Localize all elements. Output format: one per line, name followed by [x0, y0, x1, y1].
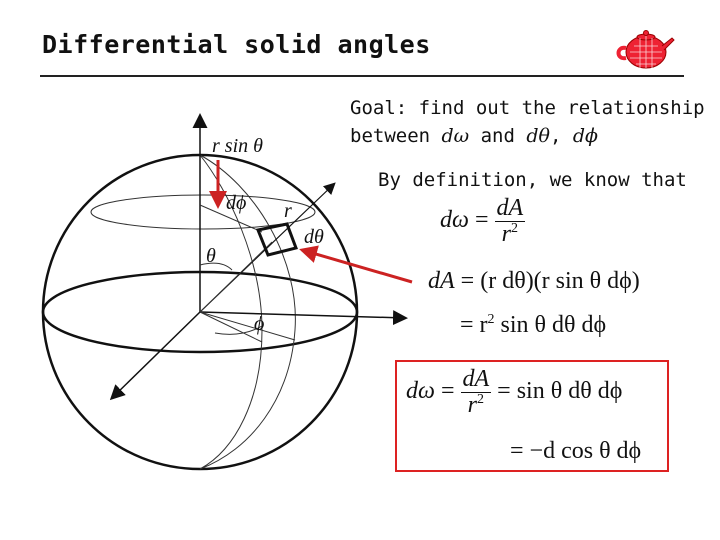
label-phi: ϕ [254, 313, 264, 335]
equation-area-element: dA = (r dθ)(r sin θ dϕ) [428, 268, 640, 294]
goal-d-omega: dω [441, 125, 470, 147]
equation-result-cos: = −d cos θ dϕ [510, 438, 642, 464]
label-r: r [284, 200, 292, 222]
patch-pointer [299, 245, 413, 284]
x-axis [109, 311, 201, 401]
y-axis [199, 310, 408, 326]
teapot-logo-icon [616, 30, 675, 69]
goal-d-theta: dθ [526, 125, 550, 147]
goal-line-2: between dω and dθ, dϕ [350, 125, 598, 147]
definition-text: By definition, we know that [378, 169, 687, 191]
result-box [395, 360, 669, 472]
label-r-sin-theta: r sin θ [212, 135, 263, 157]
meridian-1 [199, 154, 296, 470]
goal-d-phi: dϕ [572, 125, 598, 147]
label-d-phi: dϕ [226, 192, 246, 214]
area-patch [255, 222, 298, 257]
goal-line-1: Goal: find out the relationship [350, 97, 705, 119]
label-d-theta: dθ [304, 226, 324, 248]
title-divider [40, 75, 684, 77]
slide-title: Differential solid angles [42, 30, 431, 59]
label-theta: θ [206, 245, 216, 267]
equation-area-simplified: = r2 sin θ dθ dϕ [460, 312, 607, 338]
latitude-ring [90, 194, 316, 230]
